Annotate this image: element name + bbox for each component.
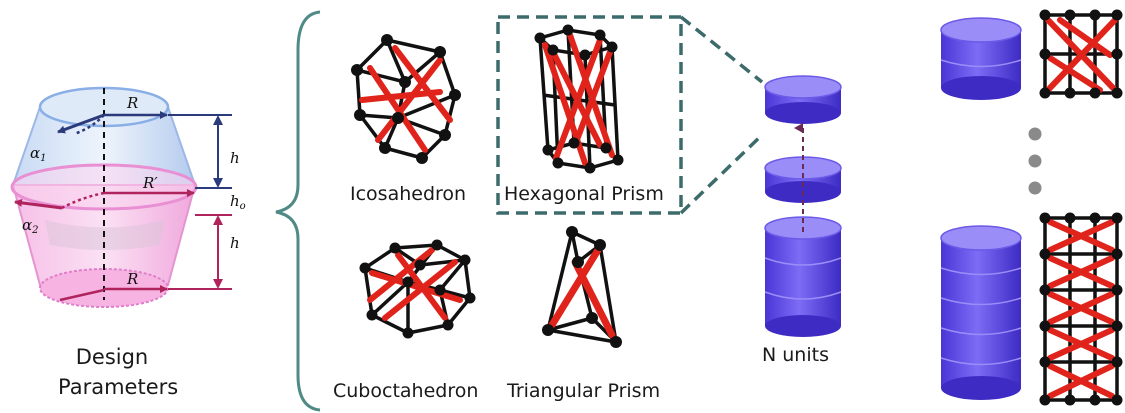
label-hexagonal-prism: Hexagonal Prism [504, 183, 664, 205]
unit-cylinder-middle [764, 156, 842, 203]
label-triangular-prism: Triangular Prism [507, 380, 661, 402]
zoom-line-top [679, 15, 764, 84]
n-unit-cylinder [940, 225, 1022, 400]
zoom-line-bottom [679, 133, 764, 215]
dim-h-upper-arrowhead-bottom [213, 178, 223, 188]
label-alpha1-main: α [30, 144, 40, 162]
dim-h-upper-arrowhead [213, 115, 223, 125]
label-alpha2-sub: 2 [31, 225, 38, 236]
label-R-bottom: R [126, 270, 138, 288]
ellipsis-dot [1028, 181, 1042, 195]
n-unit-truss [1039, 212, 1123, 406]
design-parameters-line1: Design [75, 345, 149, 369]
alpha2-arrow [14, 198, 63, 210]
bottom-radius-start [59, 288, 105, 302]
label-cuboctahedron: Cuboctahedron [333, 380, 479, 402]
label-R-mid: R′ [142, 174, 158, 192]
single-unit-truss [1039, 9, 1123, 99]
dim-h-lower-arrowhead [213, 279, 223, 289]
unit-cylinder-bottom-stack [764, 216, 842, 337]
frustum-diagram: R R′ R h ho h α1 α2 [10, 86, 246, 308]
label-alpha1: α1 [30, 144, 47, 164]
ellipsis-dot [1028, 154, 1042, 168]
label-h-upper: h [230, 149, 240, 167]
alpha1-arrow [57, 113, 105, 134]
ellipsis-dot [1028, 127, 1042, 141]
triangular-prism-model [542, 226, 622, 348]
cuboctahedron-model [359, 239, 476, 339]
unit-cylinder-top [764, 75, 842, 124]
dim-h-lower-arrowhead-top [213, 215, 223, 225]
curly-brace [275, 10, 321, 412]
icosahedron-model [351, 34, 461, 164]
design-parameters-line2: Parameters [58, 375, 179, 399]
label-ho-main: h [230, 192, 240, 210]
label-icosahedron: Icosahedron [350, 183, 467, 205]
label-alpha1-sub: 1 [40, 153, 46, 164]
label-alpha2: α2 [22, 216, 39, 236]
hexagonal-prism-model [534, 24, 624, 174]
label-alpha2-main: α [22, 216, 32, 234]
label-ho-sub: o [240, 201, 246, 212]
label-h-lower: h [230, 234, 240, 252]
label-ho: ho [230, 192, 246, 212]
label-n-units: N units [762, 344, 829, 366]
label-R-top: R [126, 94, 138, 112]
single-unit-cylinder [940, 17, 1022, 100]
design-parameters-title: Design Parameters [58, 342, 179, 402]
